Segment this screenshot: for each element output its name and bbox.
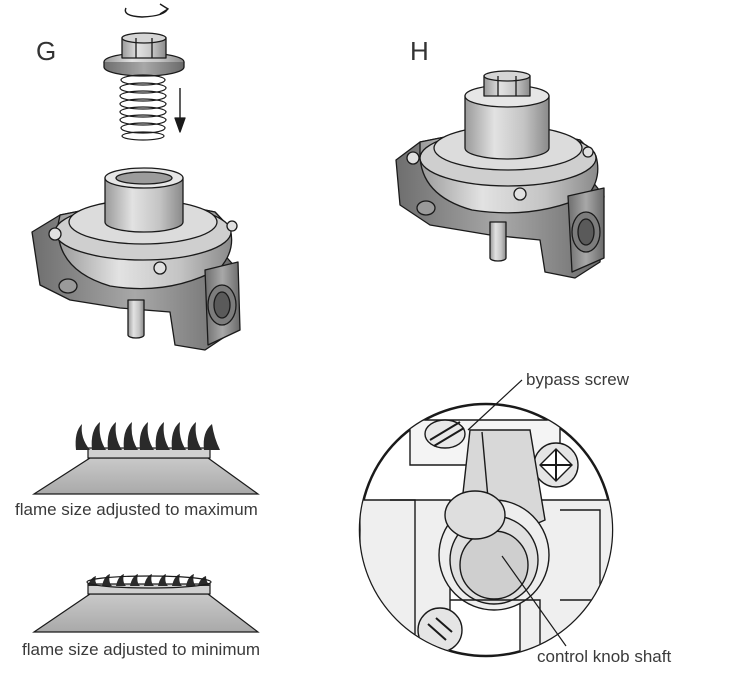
bypass-screw-label: bypass screw xyxy=(526,370,629,389)
panel-letter-h: H xyxy=(410,36,429,66)
regulator-assembly-g xyxy=(31,3,241,351)
flame-min-icon xyxy=(88,574,210,586)
flame-max-caption: flame size adjusted to maximum xyxy=(15,500,258,519)
rotation-arrow-icon xyxy=(124,3,169,18)
bypass-leader-line xyxy=(467,379,523,431)
cross-screw xyxy=(533,442,579,488)
lower-screw xyxy=(417,607,463,653)
flame-max-icon xyxy=(75,422,220,450)
control-knob-shaft-label: control knob shaft xyxy=(537,647,672,666)
valve-detail-view xyxy=(358,379,614,658)
burner-max xyxy=(31,422,260,495)
spring xyxy=(119,74,167,141)
flame-min-caption: flame size adjusted to minimum xyxy=(22,640,261,659)
regulator-assembly-h xyxy=(395,70,605,279)
shaft-leader-line xyxy=(501,555,567,647)
down-arrow-icon xyxy=(174,88,186,133)
panel-letter-g: G xyxy=(36,36,57,66)
bypass-screw xyxy=(424,419,466,449)
burner-min xyxy=(32,574,260,633)
adjusting-nut xyxy=(103,32,185,77)
